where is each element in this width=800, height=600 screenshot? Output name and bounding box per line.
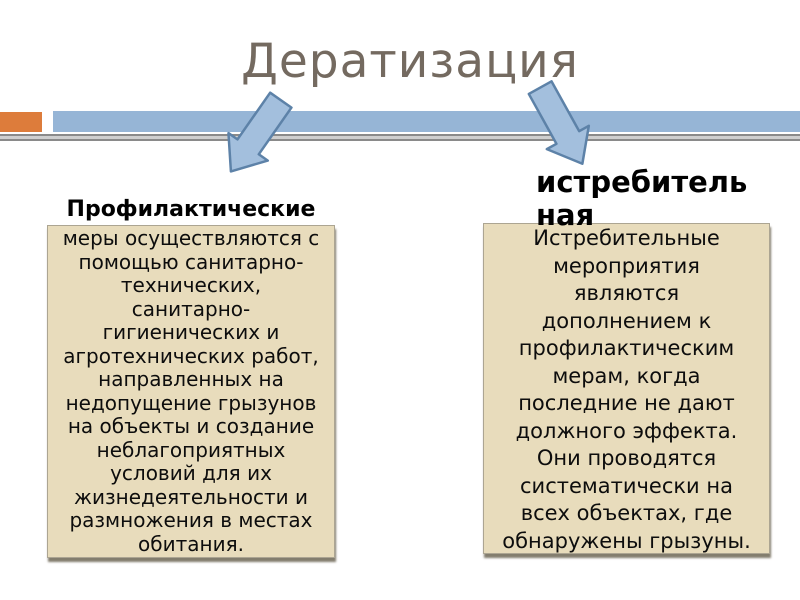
right-column-heading: истребитель ная: [536, 165, 748, 232]
accent-bar-orange: [0, 112, 42, 132]
left-text-box: меры осуществляются с помощью санитарно-…: [47, 225, 335, 558]
page-title: Дератизация: [241, 34, 579, 89]
left-column-heading: Профилактические: [66, 197, 316, 222]
right-text-box: Истребительные мероприятия являются допо…: [483, 223, 770, 554]
accent-bar-blue: [53, 111, 800, 132]
left-text-box-body: меры осуществляются с помощью санитарно-…: [62, 226, 320, 556]
divider-double-line: [0, 134, 800, 141]
right-text-box-body: Истребительные мероприятия являются допо…: [502, 226, 751, 553]
